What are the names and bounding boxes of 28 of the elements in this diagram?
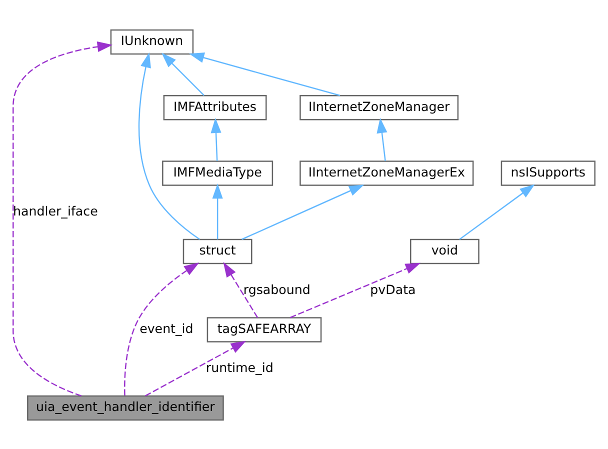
edge-label: event_id [140,320,194,336]
arrow [161,52,204,96]
node-box: IMFMediaType [162,160,274,186]
node-box: void [410,238,480,264]
node-box: tagSAFEARRAY [206,316,322,342]
edge-label: runtime_id [206,360,274,375]
node-box: IMFAttributes [163,94,267,120]
arrow [223,261,258,318]
node-box: IInternetZoneManagerEx [300,160,474,186]
node-box: IUnknown [110,28,194,54]
arrow [290,262,421,318]
arrow [124,262,200,395]
edge-label: rgsabound [243,281,310,296]
arrow [12,40,113,396]
arrow [459,184,535,240]
arrow [210,117,222,161]
node-box: nsISupports [500,160,596,186]
arrow [189,52,340,96]
node-box: struct [182,238,252,264]
edge-label: handler_iface [13,203,98,218]
arrow [242,184,364,240]
edge-label: pvData [370,281,416,296]
node-box: IInternetZoneManager [300,94,459,120]
arrow [376,117,388,161]
node-box: uia_event_handler_identifier [27,394,224,420]
arrow [212,182,223,239]
arrow [138,52,200,240]
arrow [145,340,246,396]
